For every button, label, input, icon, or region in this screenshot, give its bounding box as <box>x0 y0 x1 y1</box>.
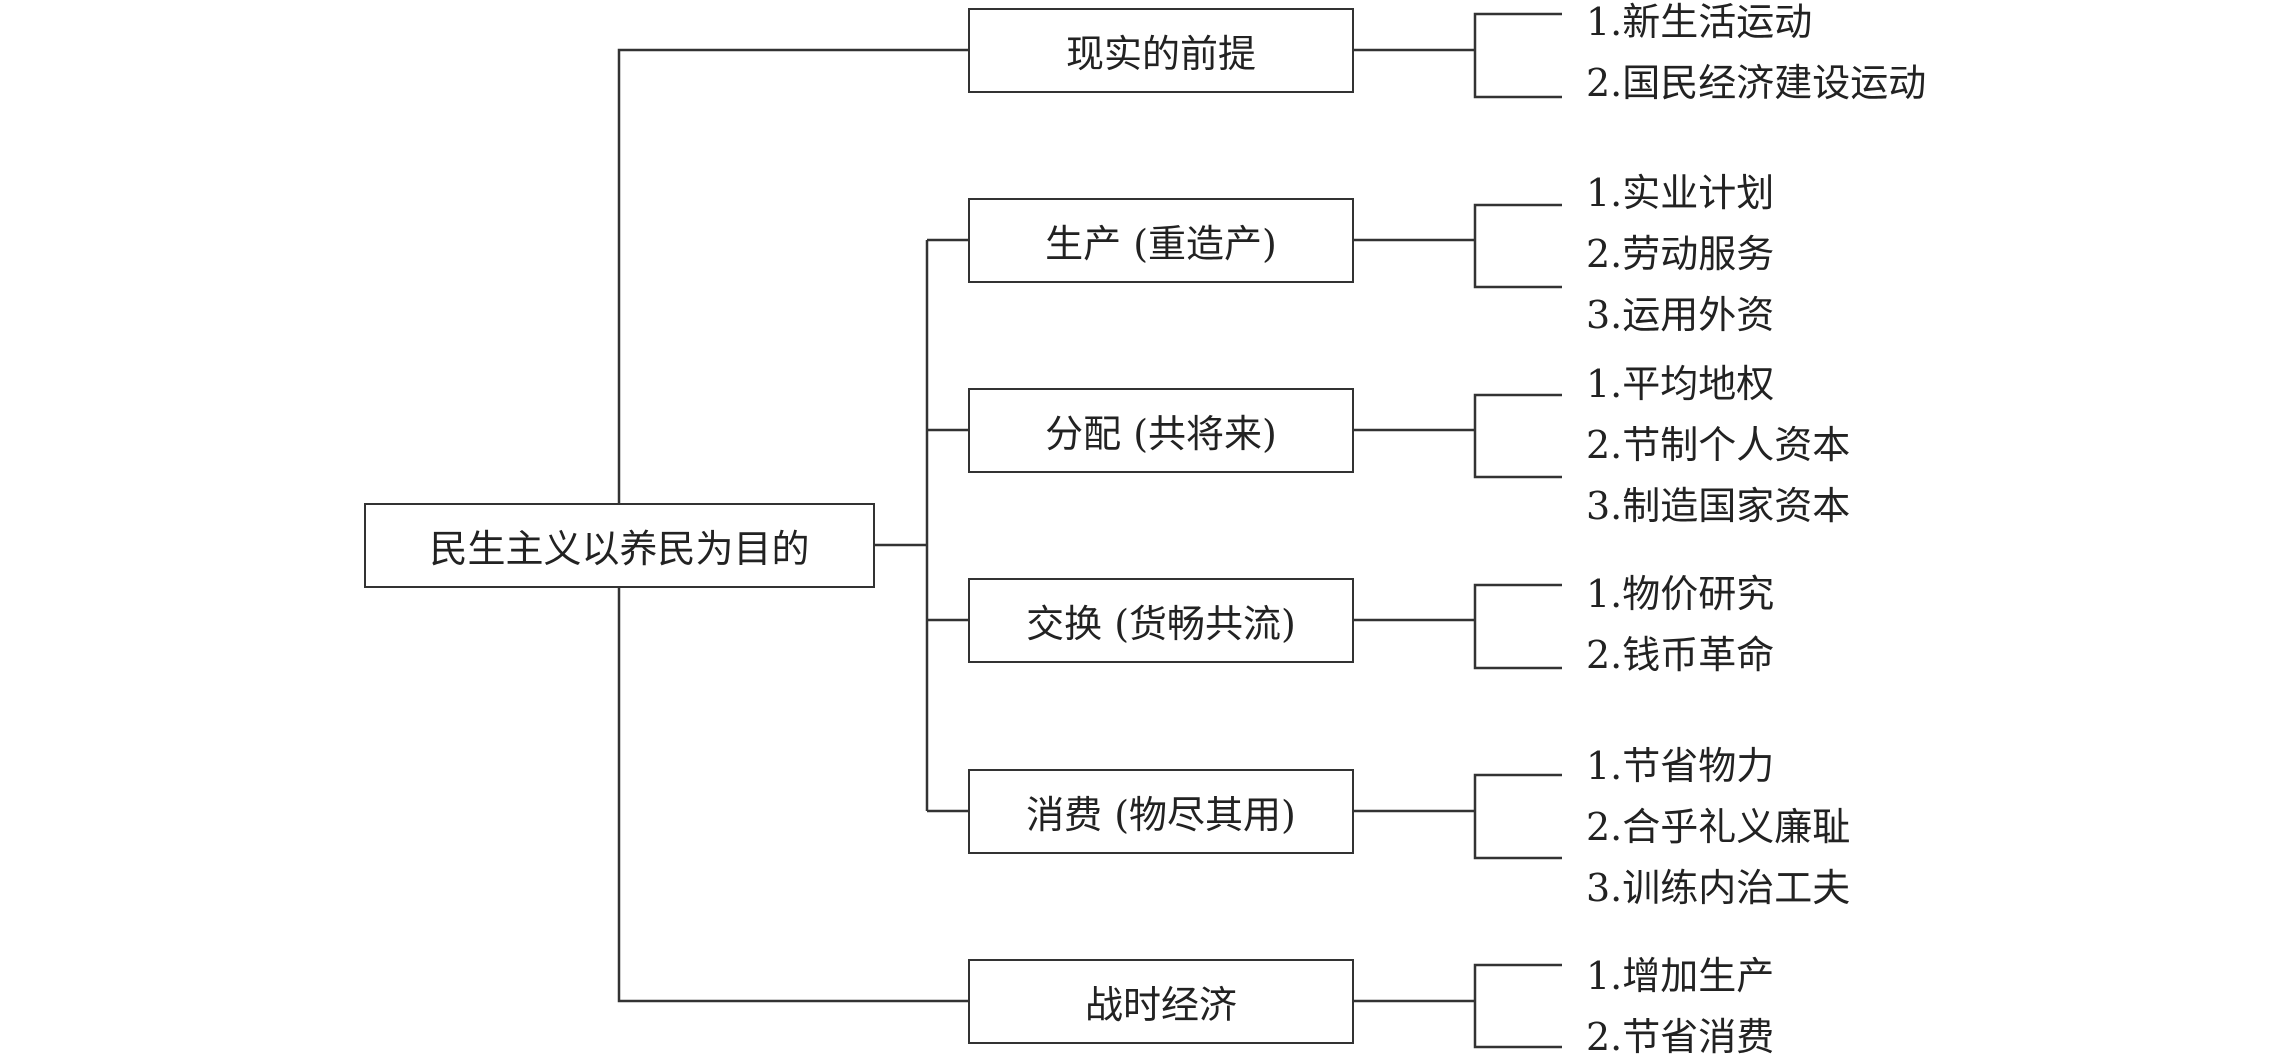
leaf-item: 2.节制个人资本 <box>1586 423 1851 467</box>
leaf-item: 1.实业计划 <box>1586 171 1775 215</box>
branch-node-wartime: 战时经济 <box>968 959 1354 1044</box>
leaf-item: 2.国民经济建设运动 <box>1586 61 1927 105</box>
branch-node-exchange: 交换 (货畅共流) <box>968 578 1354 663</box>
bracket-premise <box>1473 12 1562 99</box>
leaf-item: 1.新生活运动 <box>1586 0 1813 44</box>
leaf-item: 1.节省物力 <box>1586 744 1775 788</box>
leaf-item: 1.增加生产 <box>1586 954 1775 998</box>
leaf-item: 1.物价研究 <box>1586 572 1775 616</box>
bracket-distribution <box>1473 393 1562 479</box>
leaf-item: 1.平均地权 <box>1586 362 1775 406</box>
branch-node-production: 生产 (重造产) <box>968 198 1354 283</box>
connector-root-outer-bottom <box>617 588 968 1003</box>
branch-node-distribution: 分配 (共将来) <box>968 388 1354 473</box>
branch-node-consumption: 消费 (物尽其用) <box>968 769 1354 854</box>
root-node: 民生主义以养民为目的 <box>364 503 875 588</box>
bracket-consumption <box>1473 773 1562 860</box>
bracket-exchange <box>1473 583 1562 670</box>
leaf-item: 2.合乎礼义廉耻 <box>1586 805 1851 849</box>
leaf-item: 3.训练内治工夫 <box>1586 866 1851 910</box>
connector-root-outer <box>617 48 968 503</box>
leaf-item: 2.钱币革命 <box>1586 633 1775 677</box>
leaf-item: 3.运用外资 <box>1586 293 1775 337</box>
leaf-item: 2.节省消费 <box>1586 1015 1775 1059</box>
bracket-wartime <box>1473 963 1562 1049</box>
branch-node-premise: 现实的前提 <box>968 8 1354 93</box>
leaf-item: 2.劳动服务 <box>1586 232 1775 276</box>
leaf-item: 3.制造国家资本 <box>1586 484 1851 528</box>
bracket-production <box>1473 203 1562 289</box>
